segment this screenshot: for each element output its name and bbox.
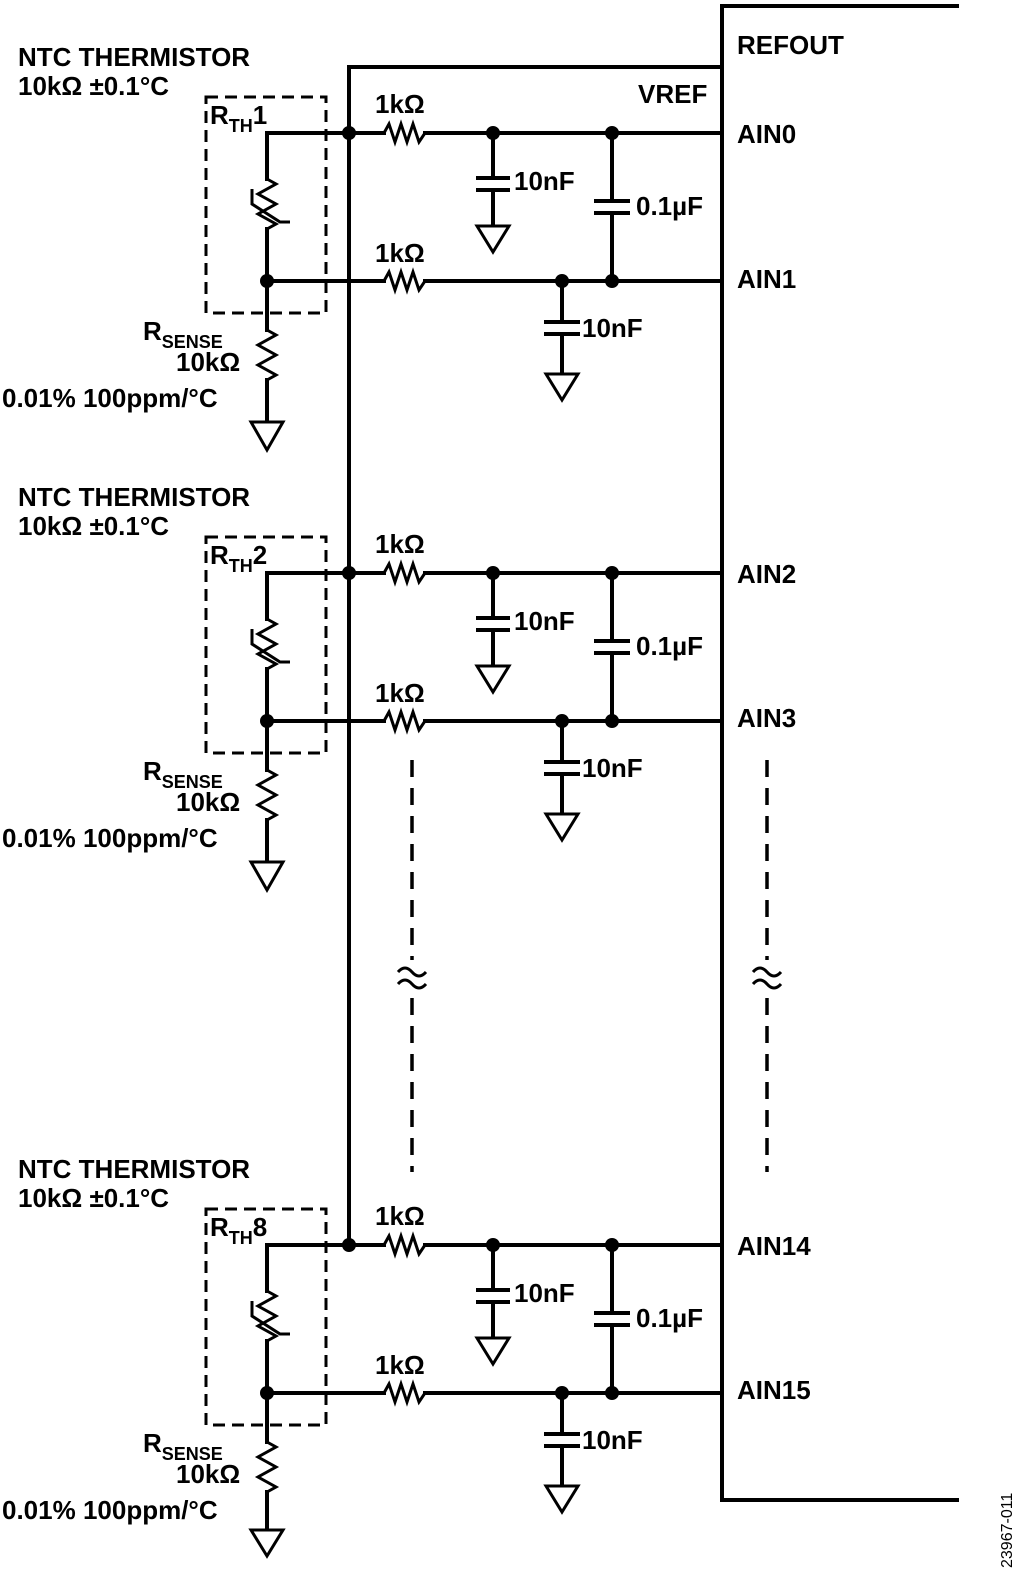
junction-dot: [605, 566, 619, 580]
pin-ain2: AIN2: [737, 559, 796, 589]
junction-dot: [260, 1386, 274, 1400]
capacitor-label: 10nF: [514, 606, 575, 636]
refout-label: REFOUT: [737, 30, 844, 60]
pin-ain3: AIN3: [737, 703, 796, 733]
junction-dot: [342, 126, 356, 140]
thermistor-title: NTC THERMISTOR: [18, 482, 250, 512]
filter-resistor: [382, 267, 427, 295]
resistor-label: 1kΩ: [375, 238, 425, 268]
thermistor-symbol: [254, 617, 280, 671]
pin-ain15: AIN15: [737, 1375, 811, 1405]
ground-symbol: [248, 1528, 286, 1559]
continuation-marker: [751, 760, 783, 1172]
pin-ain0: AIN0: [737, 119, 796, 149]
adc-chip: REFOUT VREF: [638, 4, 959, 1502]
rsense-label: RSENSE: [143, 756, 223, 792]
pin-ain14: AIN14: [737, 1231, 811, 1261]
resistor-label: 1kΩ: [375, 89, 425, 119]
junction-dot: [260, 714, 274, 728]
capacitor-label: 10nF: [582, 1425, 643, 1455]
filter-resistor: [382, 119, 427, 147]
junction-dot: [260, 274, 274, 288]
thermistor-symbol: [254, 177, 280, 231]
vref-bus: [347, 65, 724, 1247]
rsense-value: 10kΩ: [176, 787, 240, 817]
rsense-spec: 0.01% 100ppm/°C: [2, 383, 218, 413]
thermistor-spec: 10kΩ ±0.1°C: [18, 511, 169, 541]
junction-dot: [605, 714, 619, 728]
junction-dot: [342, 566, 356, 580]
thermistor-spec: 10kΩ ±0.1°C: [18, 1183, 169, 1213]
junction-dot: [605, 1386, 619, 1400]
channel-block: NTC THERMISTOR 10kΩ ±0.1°C RTH2 RSENSE 1…: [2, 482, 724, 894]
junction-dot: [486, 1238, 500, 1252]
channel-block: NTC THERMISTOR 10kΩ ±0.1°C RTH8 RSENSE 1…: [2, 1154, 724, 1559]
ground-symbol: [474, 664, 512, 695]
capacitor-label: 10nF: [582, 753, 643, 783]
figure-id: 23967-011: [999, 1493, 1016, 1568]
rsense-spec: 0.01% 100ppm/°C: [2, 1495, 218, 1525]
junction-dot: [342, 1238, 356, 1252]
filter-resistor: [382, 1231, 427, 1259]
sense-resistor: [254, 768, 280, 822]
vref-label: VREF: [638, 79, 707, 109]
rth-label: RTH8: [210, 1212, 267, 1248]
ground-symbol: [474, 224, 512, 255]
thermistor-package-outline: [204, 1207, 328, 1427]
junction-dot: [486, 566, 500, 580]
continuation-marker: [396, 760, 428, 1172]
ground-symbol: [543, 812, 581, 843]
thermistor-package-outline: [204, 535, 328, 755]
capacitor-label: 10nF: [514, 1278, 575, 1308]
rth-label: RTH1: [210, 100, 267, 136]
ground-symbol: [474, 1336, 512, 1367]
junction-dot: [555, 274, 569, 288]
ground-symbol: [248, 420, 286, 454]
thermistor-title: NTC THERMISTOR: [18, 42, 250, 72]
junction-dot: [555, 1386, 569, 1400]
rsense-spec: 0.01% 100ppm/°C: [2, 823, 218, 853]
sense-resistor: [254, 328, 280, 382]
resistor-label: 1kΩ: [375, 529, 425, 559]
junction-dot: [486, 126, 500, 140]
rsense-value: 10kΩ: [176, 1459, 240, 1489]
resistor-label: 1kΩ: [375, 1201, 425, 1231]
thermistor-symbol: [254, 1289, 280, 1343]
capacitor-label: 10nF: [514, 166, 575, 196]
adc-pin-labels: AIN0 AIN1 AIN2 AIN3 AIN14 AIN15: [737, 119, 811, 1405]
filter-resistor: [382, 707, 427, 735]
rsense-value: 10kΩ: [176, 347, 240, 377]
junction-dot: [555, 714, 569, 728]
thermistor-spec: 10kΩ ±0.1°C: [18, 71, 169, 101]
capacitor-label: 0.1µF: [636, 631, 703, 661]
rsense-label: RSENSE: [143, 316, 223, 352]
capacitor-label: 0.1µF: [636, 191, 703, 221]
rsense-label: RSENSE: [143, 1428, 223, 1464]
channel-block: NTC THERMISTOR 10kΩ ±0.1°C RTH1 RSENSE 1…: [2, 42, 724, 454]
pin-ain1: AIN1: [737, 264, 796, 294]
ground-symbol: [543, 372, 581, 403]
filter-resistor: [382, 559, 427, 587]
rth-label: RTH2: [210, 540, 267, 576]
junction-dot: [605, 1238, 619, 1252]
capacitor-label: 0.1µF: [636, 1303, 703, 1333]
resistor-label: 1kΩ: [375, 1350, 425, 1380]
ground-symbol: [248, 860, 286, 894]
thermistor-title: NTC THERMISTOR: [18, 1154, 250, 1184]
junction-dot: [605, 274, 619, 288]
thermistor-package-outline: [204, 95, 328, 315]
junction-dot: [605, 126, 619, 140]
resistor-label: 1kΩ: [375, 678, 425, 708]
ground-symbol: [543, 1484, 581, 1515]
sense-resistor: [254, 1440, 280, 1494]
capacitor-label: 10nF: [582, 313, 643, 343]
filter-resistor: [382, 1379, 427, 1407]
